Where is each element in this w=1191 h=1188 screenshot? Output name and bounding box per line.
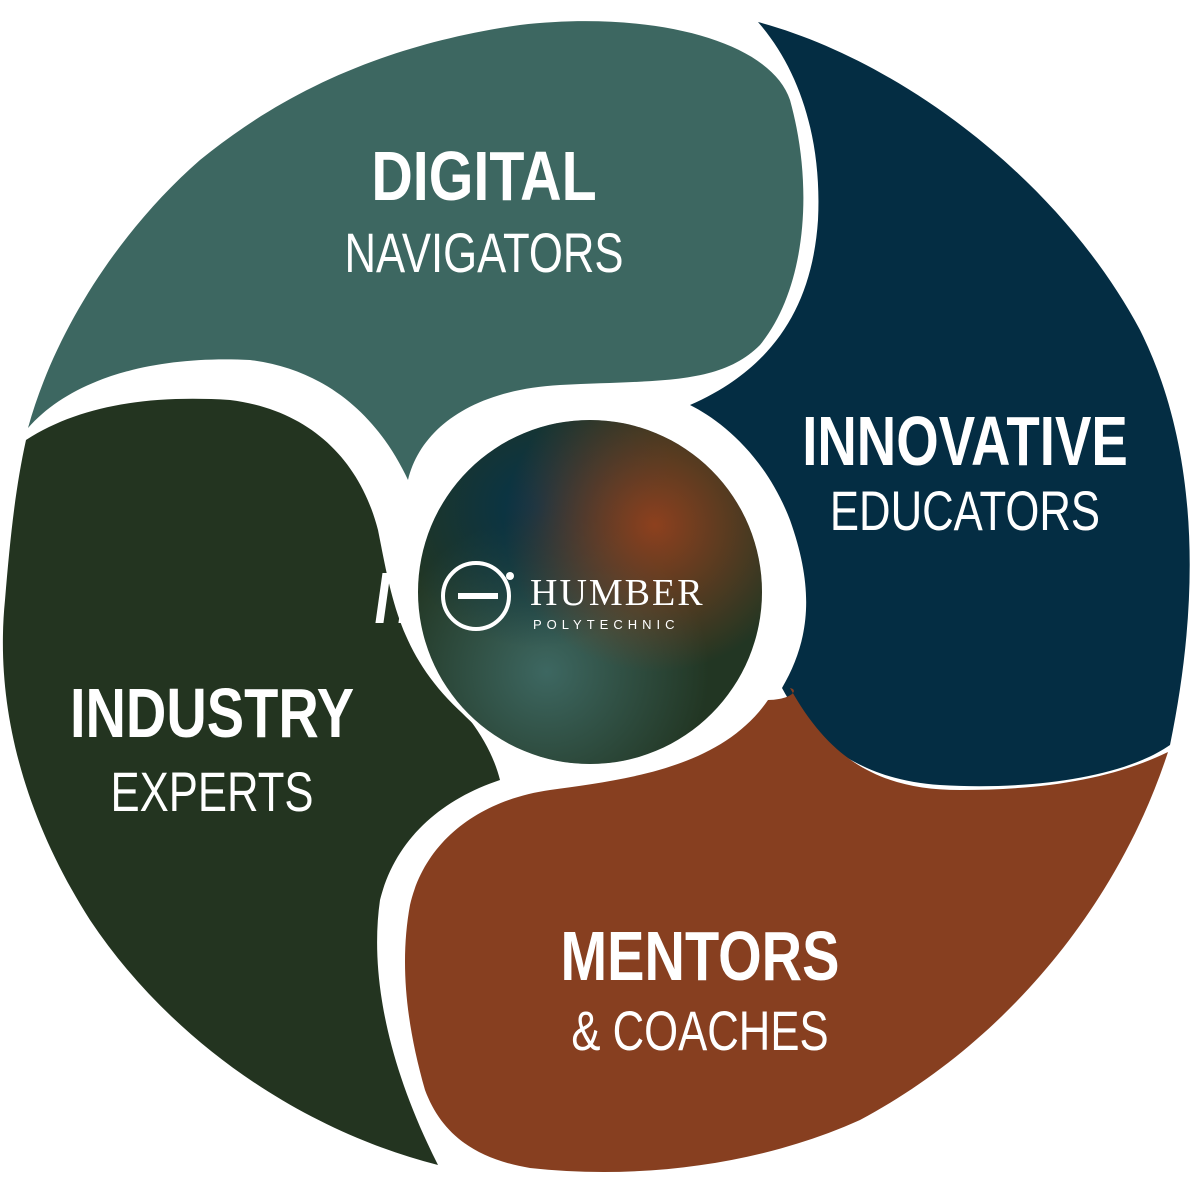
innovative-subtitle: EDUCATORS bbox=[830, 480, 1100, 542]
segment-innovative-educators bbox=[690, 22, 1190, 787]
industry-title: INDUSTRY bbox=[70, 675, 354, 752]
logo-name: HUMBER bbox=[530, 572, 705, 614]
digital-title: DIGITAL bbox=[371, 137, 596, 216]
logo-tagline: POLYTECHNIC bbox=[533, 617, 680, 632]
digital-subtitle: NAVIGATORS bbox=[344, 222, 623, 284]
mentors-title: MENTORS bbox=[561, 918, 840, 995]
segment-digital-navigators bbox=[28, 21, 804, 480]
mentors-subtitle: & COACHES bbox=[571, 1000, 828, 1062]
center-badge: HUMBER POLYTECHNIC bbox=[375, 416, 766, 768]
industry-subtitle: EXPERTS bbox=[110, 761, 313, 823]
segment-industry-experts bbox=[2, 398, 501, 1165]
segment-mentors-coaches bbox=[405, 688, 1168, 1172]
innovative-title: INNOVATIVE bbox=[802, 403, 1128, 481]
humber-logo-icon bbox=[375, 561, 514, 631]
